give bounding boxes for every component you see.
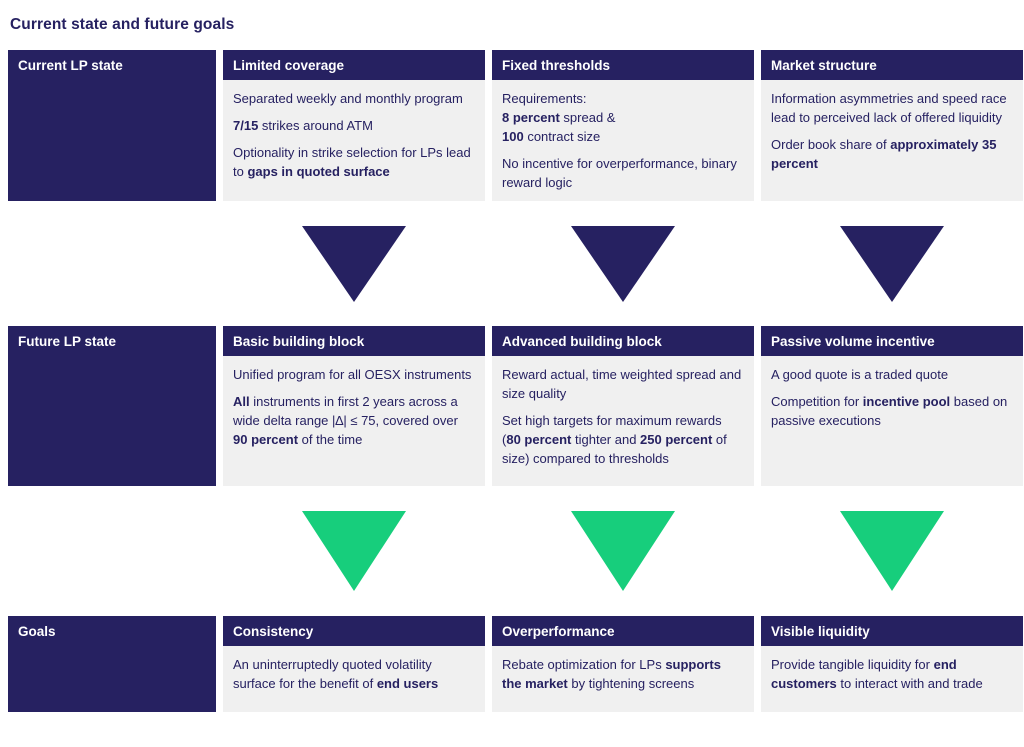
body-text-segment: Reward actual, time weighted spread and … bbox=[502, 367, 742, 401]
body-text-segment: incentive pool bbox=[862, 394, 951, 409]
body-text-segment: Competition for bbox=[771, 394, 863, 409]
body-text-segment: 100 bbox=[502, 129, 524, 144]
down-arrow-icon bbox=[571, 511, 675, 591]
cell-header-basic-building-block: Basic building block bbox=[223, 326, 485, 356]
cell-header-visible-liquidity: Visible liquidity bbox=[761, 616, 1023, 646]
row-label-current-lp-state: Current LP state bbox=[8, 50, 216, 201]
cell-limited-coverage: Limited coverage Separated weekly and mo… bbox=[223, 50, 485, 201]
body-text-segment: 8 percent bbox=[502, 110, 560, 125]
body-text-segment: end customers bbox=[771, 657, 957, 691]
cell-header-fixed-thresholds: Fixed thresholds bbox=[492, 50, 754, 80]
body-text-segment: by tightening screens bbox=[567, 676, 695, 691]
page-title: Current state and future goals bbox=[10, 16, 235, 33]
body-text-segment: 250 percent bbox=[640, 432, 713, 447]
cell-body-overperformance: Rebate optimization for LPs supports the… bbox=[492, 646, 754, 712]
row-current-lp-state: Current LP state Limited coverage Separa… bbox=[8, 50, 1023, 201]
body-text-segment: Information asymmetries and speed race l… bbox=[771, 91, 1007, 125]
down-arrow-icon bbox=[840, 511, 944, 591]
body-text-segment: Set high targets for maximum rewards ( bbox=[502, 413, 722, 447]
arrow-row-future-to-goals bbox=[8, 486, 1022, 616]
cell-market-structure: Market structure Information asymmetries… bbox=[761, 50, 1023, 201]
body-text-segment: 7/15 bbox=[233, 118, 259, 133]
body-text-segment: Optionality in strike selection for LPs … bbox=[233, 145, 471, 179]
body-text-segment: Rebate optimization for LPs bbox=[502, 657, 666, 672]
cell-body-advanced-building-block: Reward actual, time weighted spread and … bbox=[492, 356, 754, 486]
body-text-segment: spread & bbox=[559, 110, 616, 125]
down-arrow-icon bbox=[840, 226, 944, 302]
row-goals: Goals Consistency An uninterruptedly quo… bbox=[8, 616, 1023, 712]
cell-basic-building-block: Basic building block Unified program for… bbox=[223, 326, 485, 486]
cell-header-consistency: Consistency bbox=[223, 616, 485, 646]
cell-advanced-building-block: Advanced building block Reward actual, t… bbox=[492, 326, 754, 486]
body-text-segment: tighter and bbox=[571, 432, 641, 447]
cell-body-basic-building-block: Unified program for all OESX instruments… bbox=[223, 356, 485, 486]
cell-body-visible-liquidity: Provide tangible liquidity for end custo… bbox=[761, 646, 1023, 712]
body-text-segment: strikes around ATM bbox=[258, 118, 373, 133]
body-text-segment: end users bbox=[376, 676, 439, 691]
body-text-segment: Requirements: bbox=[502, 91, 587, 106]
cell-body-limited-coverage: Separated weekly and monthly program 7/15… bbox=[223, 80, 485, 201]
body-text-segment: based on passive executions bbox=[771, 394, 1008, 428]
cell-overperformance: Overperformance Rebate optimization for … bbox=[492, 616, 754, 712]
cell-consistency: Consistency An uninterruptedly quoted vo… bbox=[223, 616, 485, 712]
body-text-segment: contract size bbox=[523, 129, 601, 144]
body-text-segment: of the time bbox=[298, 432, 363, 447]
cell-body-fixed-thresholds: Requirements: 8 percent spread & 100 contr… bbox=[492, 80, 754, 201]
cell-body-market-structure: Information asymmetries and speed race l… bbox=[761, 80, 1023, 201]
body-text-segment: All bbox=[233, 394, 250, 409]
body-text-segment: An uninterruptedly quoted volatility sur… bbox=[233, 657, 432, 691]
body-text-segment: 80 percent bbox=[506, 432, 572, 447]
body-text-segment: A good quote is a traded quote bbox=[771, 367, 949, 382]
body-text-segment: Separated weekly and monthly program bbox=[233, 91, 463, 106]
body-text-segment: Unified program for all OESX instruments bbox=[233, 367, 472, 382]
cell-header-passive-volume-incentive: Passive volume incentive bbox=[761, 326, 1023, 356]
cell-header-overperformance: Overperformance bbox=[492, 616, 754, 646]
arrow-row-spacer bbox=[8, 486, 216, 616]
body-text-segment: 90 percent bbox=[233, 432, 299, 447]
body-text-segment: instruments in first 2 years across a wi… bbox=[233, 394, 458, 428]
cell-header-limited-coverage: Limited coverage bbox=[223, 50, 485, 80]
body-text-segment: No incentive for overperformance, binary… bbox=[502, 156, 737, 190]
cell-body-consistency: An uninterruptedly quoted volatility sur… bbox=[223, 646, 485, 712]
cell-header-market-structure: Market structure bbox=[761, 50, 1023, 80]
body-text-segment: to interact with and trade bbox=[836, 676, 983, 691]
body-text-segment: supports the market bbox=[502, 657, 721, 691]
cell-passive-volume-incentive: Passive volume incentive A good quote is… bbox=[761, 326, 1023, 486]
body-text-segment: Provide tangible liquidity for bbox=[771, 657, 934, 672]
row-future-lp-state: Future LP state Basic building block Uni… bbox=[8, 326, 1023, 486]
body-text-segment: approximately 35 percent bbox=[771, 137, 997, 171]
arrow-row-state-to-future bbox=[8, 201, 1022, 326]
body-text-segment: of size) compared to thresholds bbox=[502, 432, 727, 466]
body-text-segment: gaps in quoted surface bbox=[247, 164, 390, 179]
down-arrow-icon bbox=[571, 226, 675, 302]
cell-fixed-thresholds: Fixed thresholds Requirements: 8 percent … bbox=[492, 50, 754, 201]
row-label-goals: Goals bbox=[8, 616, 216, 712]
arrow-row-spacer bbox=[8, 201, 216, 326]
cell-header-advanced-building-block: Advanced building block bbox=[492, 326, 754, 356]
row-label-future-lp-state: Future LP state bbox=[8, 326, 216, 486]
body-text-segment: Order book share of bbox=[771, 137, 891, 152]
cell-visible-liquidity: Visible liquidity Provide tangible liqui… bbox=[761, 616, 1023, 712]
down-arrow-icon bbox=[302, 226, 406, 302]
down-arrow-icon bbox=[302, 511, 406, 591]
